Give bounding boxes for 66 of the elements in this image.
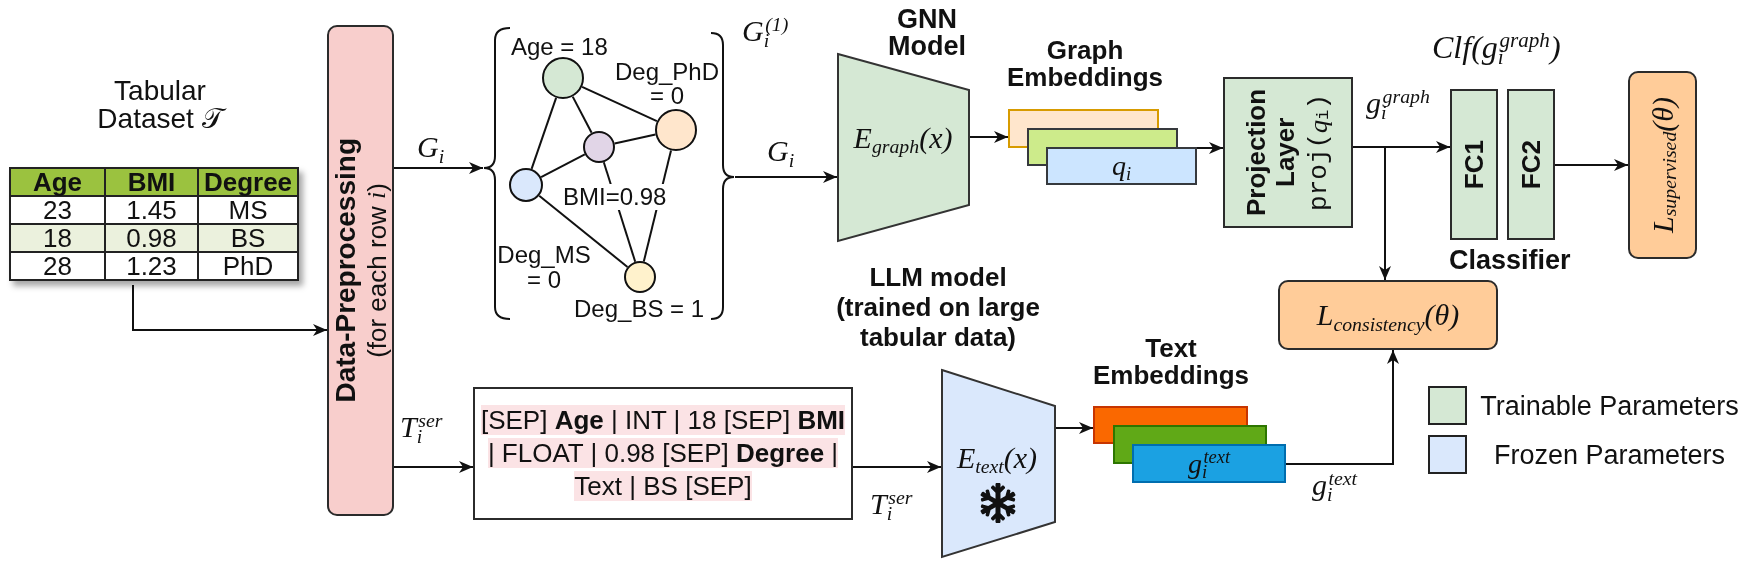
projection-layer xyxy=(1223,77,1353,228)
edge-label: G$_{i}$ xyxy=(417,130,445,164)
dense-layer xyxy=(1450,89,1498,240)
section-title: Graph Embeddings xyxy=(1006,37,1164,91)
arrow xyxy=(393,162,484,174)
table-value: 18 xyxy=(10,224,105,252)
table-value: BS xyxy=(198,224,298,252)
formula: L$_{consistency}$(θ) xyxy=(1316,297,1460,333)
arrow xyxy=(734,171,838,183)
group-title: Classifier xyxy=(1449,244,1571,277)
arrow xyxy=(1352,146,1391,281)
graph-node-circle xyxy=(655,109,697,151)
table-value: PhD xyxy=(198,252,298,280)
block-title: Data-Preprocessing xyxy=(330,138,361,403)
dense-layer xyxy=(1507,89,1555,240)
loss-block xyxy=(1628,71,1697,259)
legend-label: Trainable Parameters xyxy=(1480,390,1739,421)
section-title: Text Embeddings xyxy=(1092,335,1250,389)
serialized-text-box xyxy=(473,387,853,520)
table-value: 1.45 xyxy=(105,196,198,224)
formula: E$_{graph}$(x) xyxy=(853,120,953,156)
model-title: LLM model (trained on large tabular data) xyxy=(835,262,1041,352)
arrow xyxy=(969,131,1009,143)
graph-node-circle xyxy=(624,261,656,293)
table-value: 0.98 xyxy=(105,224,198,252)
formula: E$_{text}$(x) xyxy=(956,440,1038,476)
layer-title: Projection Layer xyxy=(1242,87,1300,219)
arrow xyxy=(132,284,328,336)
arrow xyxy=(393,461,474,473)
graph-node-circle xyxy=(583,131,615,163)
model-title: GNN Model xyxy=(887,6,967,60)
column-header: Age xyxy=(10,168,105,196)
table-title: Tabular Dataset 𝒯 xyxy=(85,77,235,133)
graph-node-circle xyxy=(509,168,543,202)
table-value: 23 xyxy=(10,196,105,224)
table-value: MS xyxy=(198,196,298,224)
connector-line xyxy=(538,194,629,268)
connector-line xyxy=(571,95,593,134)
node-label: Deg_BS = 1 xyxy=(574,296,705,322)
column-header: Degree xyxy=(198,168,298,196)
arrow xyxy=(1554,159,1629,171)
arrow xyxy=(1196,142,1224,154)
arrow xyxy=(1055,422,1094,434)
connector-line xyxy=(613,133,657,145)
connector-line xyxy=(530,96,558,170)
layer-label: FC2 xyxy=(1516,139,1546,190)
node-label: Age = 18 xyxy=(511,34,608,60)
column-header: BMI xyxy=(105,168,198,196)
formula: Clf(g$_{i}$$^{graph}$) xyxy=(1432,28,1561,66)
layer-label: FC1 xyxy=(1459,139,1489,190)
node-label: Deg_MS = 0 xyxy=(496,242,592,292)
arrow xyxy=(852,461,942,473)
table-value: 28 xyxy=(10,252,105,280)
block-subtitle: (for each row i) xyxy=(362,183,391,358)
formula: q$_{i}$ xyxy=(1111,149,1132,183)
serialized-text: [SEP] Age | INT | 18 [SEP] BMI | FLOAT | 0.98 [SEP] Degree | Text | BS [SEP] xyxy=(479,404,847,503)
legend-label: Frozen Parameters xyxy=(1493,439,1726,470)
node-label: BMI=0.98 xyxy=(563,184,667,210)
preprocessing-block xyxy=(327,25,394,516)
arrow xyxy=(1285,349,1399,465)
node-label: Deg_PhD = 0 xyxy=(614,60,720,108)
edge-label: G$_{i}$ xyxy=(767,134,795,168)
connector-line xyxy=(581,85,658,123)
connector-line xyxy=(540,153,586,179)
loss-block xyxy=(1278,280,1498,350)
table-value: 1.23 xyxy=(105,252,198,280)
